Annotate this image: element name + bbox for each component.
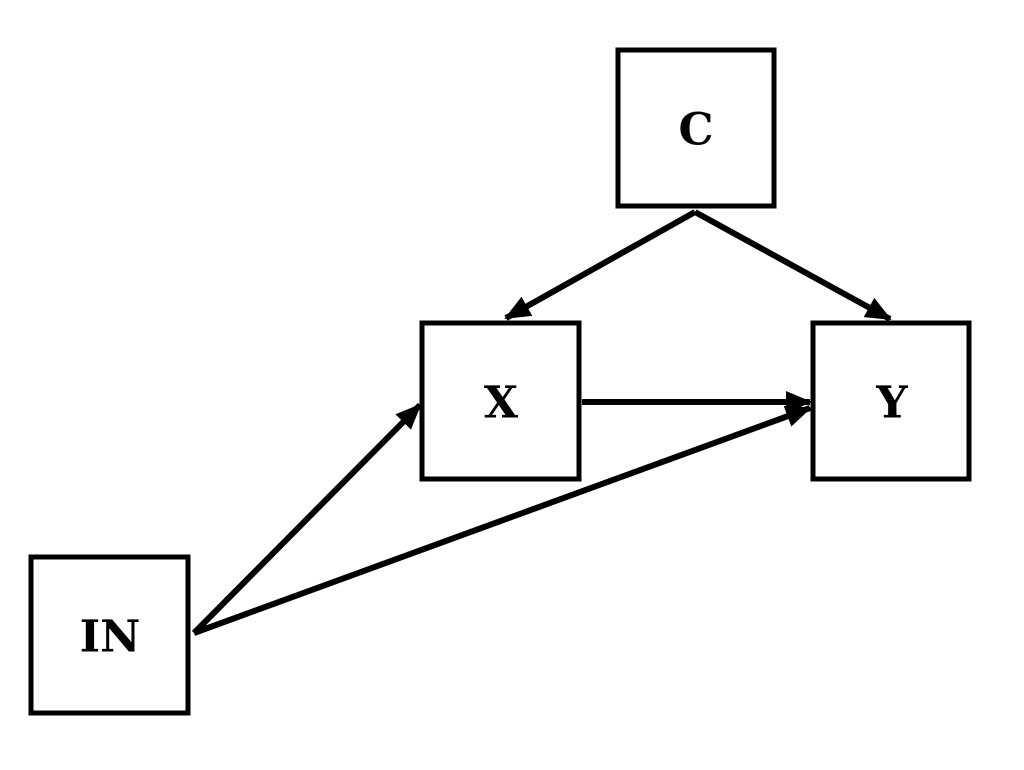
edges [191, 209, 892, 636]
node-x-box [419, 320, 582, 482]
node-in: IN [28, 554, 191, 716]
edge-in-to-y [192, 405, 812, 636]
node-y-box [810, 320, 972, 482]
node-y: Y [810, 320, 972, 482]
edge-in-to-x [191, 402, 423, 636]
edge-c-to-y [693, 209, 892, 322]
edge-c-to-x [504, 209, 697, 321]
node-y-label: Y [875, 378, 908, 429]
node-c-label: C [678, 105, 713, 156]
node-c: C [615, 47, 777, 209]
node-c-box [615, 47, 777, 209]
node-x: X [419, 320, 582, 482]
node-x-label: X [484, 378, 519, 429]
node-in-box [28, 554, 191, 716]
node-in-label: IN [80, 612, 141, 663]
